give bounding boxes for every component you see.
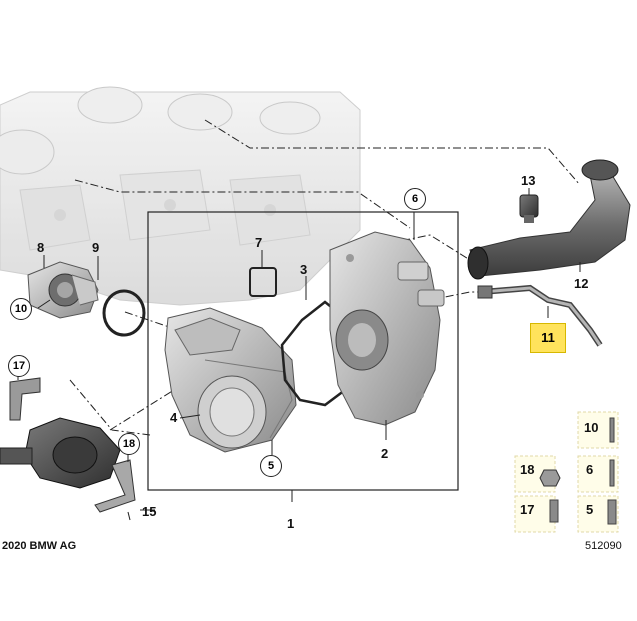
callout-4: 4 — [170, 410, 178, 425]
callout-7: 7 — [255, 235, 263, 250]
fastener-legend — [514, 411, 619, 533]
legend-18: 18 — [520, 462, 535, 477]
leader-lines — [69, 119, 581, 436]
callout-3-leader: 3 — [300, 262, 308, 277]
callout-17: 17 — [8, 355, 30, 377]
callout-9: 9 — [92, 240, 100, 255]
legend-5: 5 — [586, 502, 594, 517]
callout-5: 5 — [260, 455, 282, 477]
sensor-13 — [519, 194, 539, 223]
holder — [94, 459, 136, 513]
callout-18: 18 — [118, 433, 140, 455]
callout-11-highlighted[interactable]: 11 — [530, 323, 566, 353]
callout-12: 12 — [574, 276, 589, 291]
group-frame — [147, 211, 459, 491]
legend-10: 10 — [584, 420, 599, 435]
callout-leaders — [17, 188, 581, 502]
o-ring — [102, 289, 146, 337]
callout-15: 15 — [142, 504, 157, 519]
coolant-line — [477, 284, 603, 347]
callout-2: 2 — [381, 446, 389, 461]
water-pump — [164, 307, 297, 453]
thermostat-housing — [27, 261, 99, 319]
copyright: 2020 BMW AG — [2, 540, 77, 552]
callout-13: 13 — [521, 173, 536, 188]
legend-6: 6 — [586, 462, 594, 477]
seal-7 — [249, 267, 277, 297]
diagram-number: 512090 — [585, 540, 622, 552]
pump-housing — [329, 231, 445, 426]
leader-15 — [127, 511, 131, 521]
bracket-17 — [9, 377, 41, 421]
callout-8: 8 — [37, 240, 45, 255]
callout-1: 1 — [287, 516, 295, 531]
callout-10: 10 — [10, 298, 32, 320]
callout-6: 6 — [404, 188, 426, 210]
legend-17: 17 — [520, 502, 535, 517]
coolant-hose — [467, 159, 631, 280]
electric-water-pump — [0, 417, 121, 489]
